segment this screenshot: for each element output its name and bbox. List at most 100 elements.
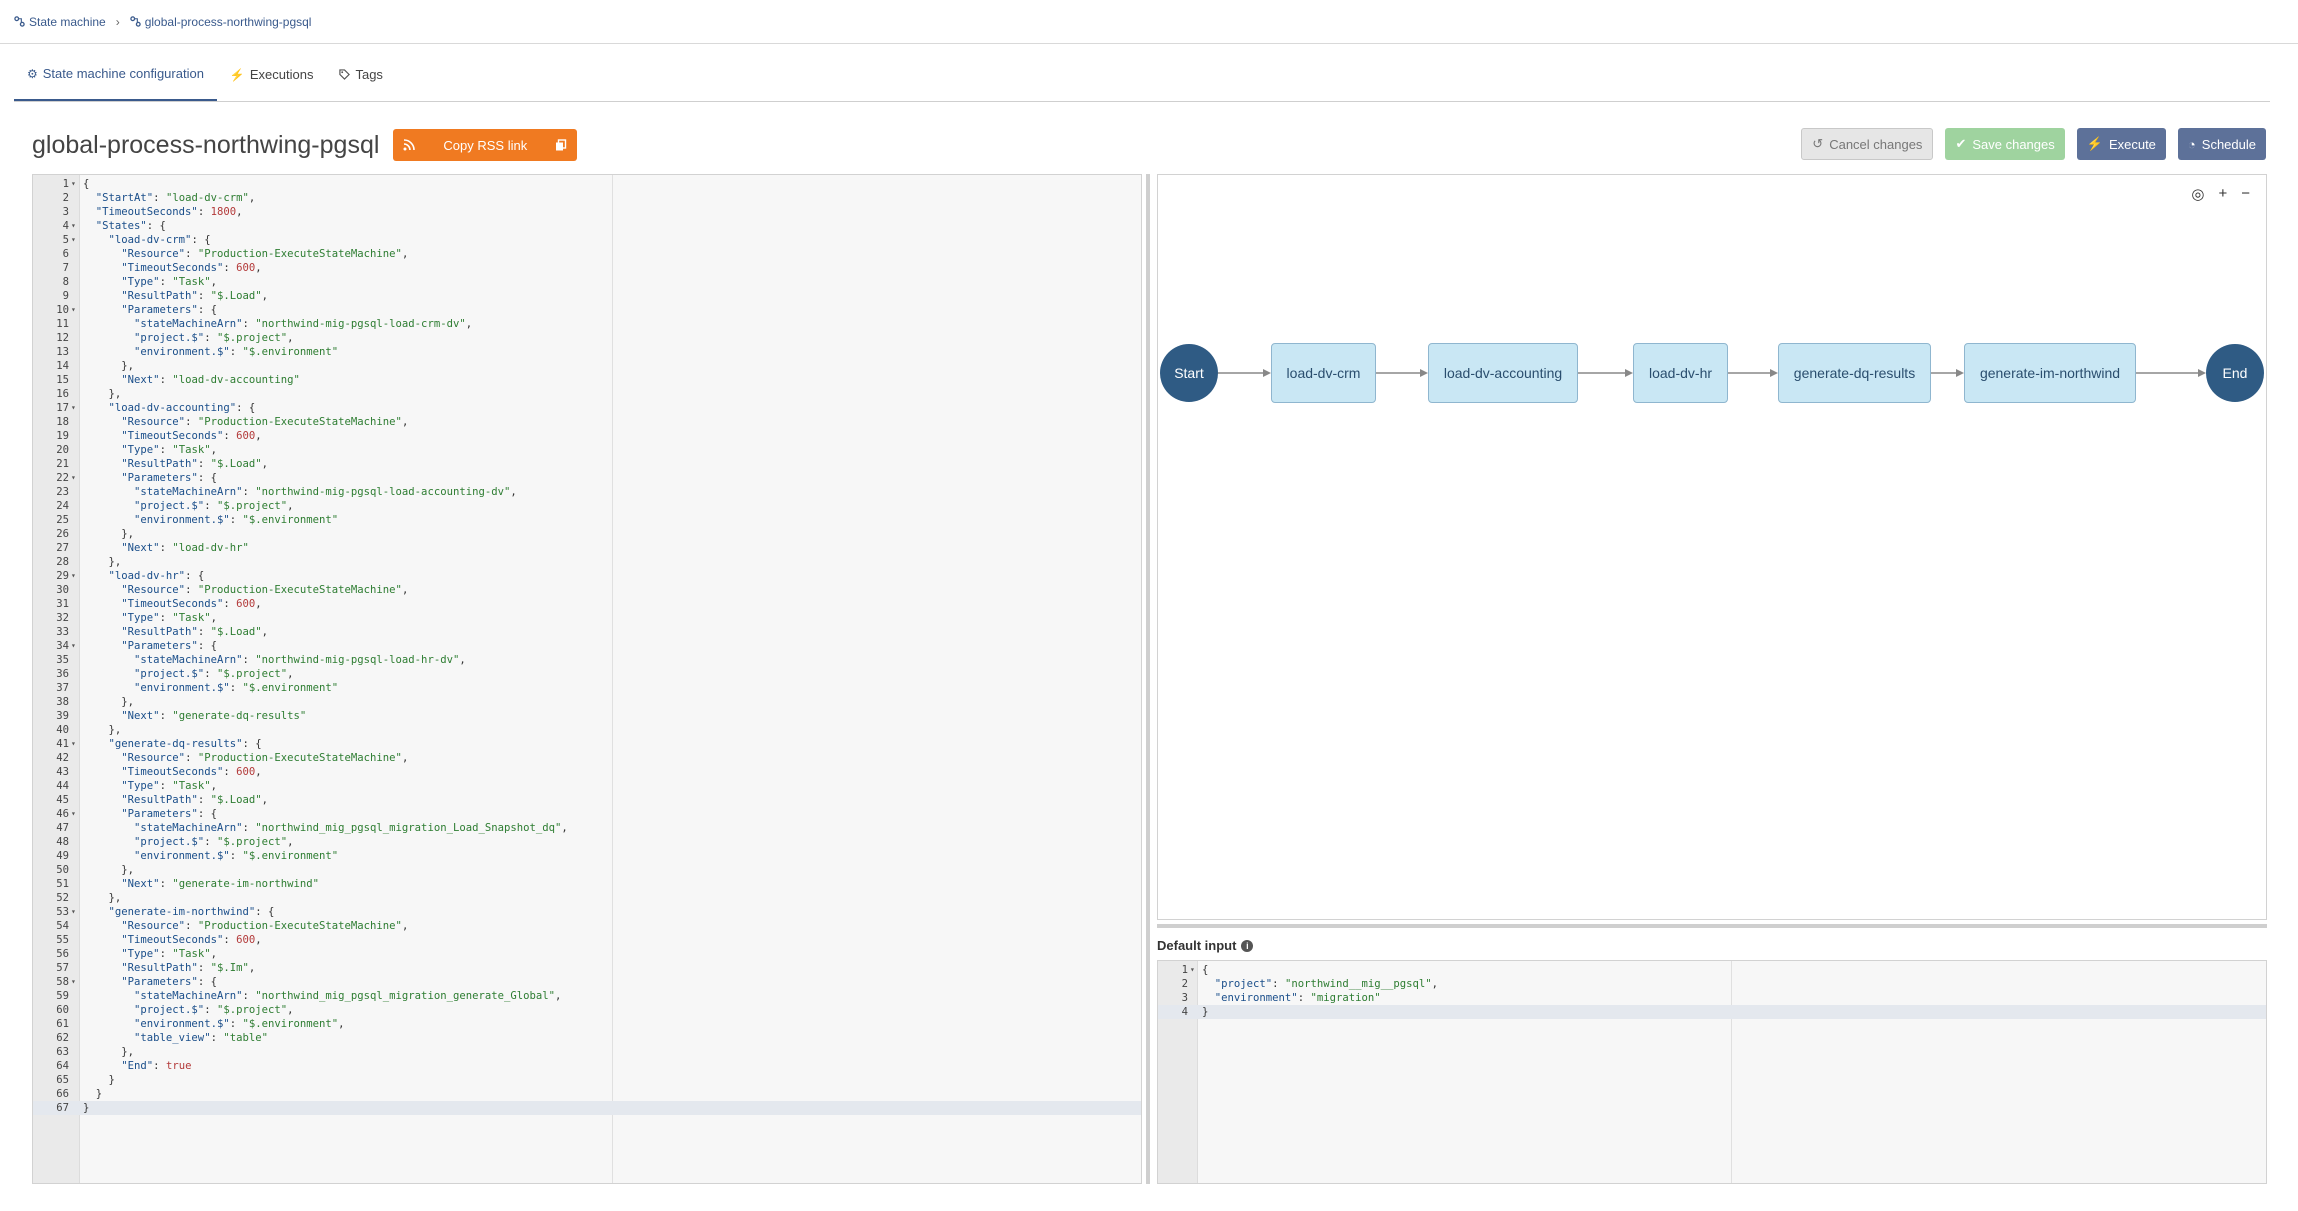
code-line[interactable]: 29▾ "load-dv-hr": { <box>33 569 1141 583</box>
code-line[interactable]: 27 "Next": "load-dv-hr" <box>33 541 1141 555</box>
code-line[interactable]: 40 }, <box>33 723 1141 737</box>
target-icon[interactable]: ◎ <box>2191 186 2205 203</box>
code-line[interactable]: 41▾ "generate-dq-results": { <box>33 737 1141 751</box>
code-line[interactable]: 36 "project.$": "$.project", <box>33 667 1141 681</box>
code-line[interactable]: 32 "Type": "Task", <box>33 611 1141 625</box>
code-line[interactable]: 15 "Next": "load-dv-accounting" <box>33 373 1141 387</box>
code-line[interactable]: 24 "project.$": "$.project", <box>33 499 1141 513</box>
code-line[interactable]: 35 "stateMachineArn": "northwind-mig-pgs… <box>33 653 1141 667</box>
code-line[interactable]: 18 "Resource": "Production-ExecuteStateM… <box>33 415 1141 429</box>
cancel-changes-button[interactable]: ↺ Cancel changes <box>1801 128 1934 160</box>
code-line[interactable]: 47 "stateMachineArn": "northwind_mig_pgs… <box>33 821 1141 835</box>
fold-toggle-icon[interactable]: ▾ <box>71 305 76 314</box>
code-line[interactable]: 26 }, <box>33 527 1141 541</box>
code-line[interactable]: 44 "Type": "Task", <box>33 779 1141 793</box>
code-line[interactable]: 23 "stateMachineArn": "northwind-mig-pgs… <box>33 485 1141 499</box>
code-line[interactable]: 6 "Resource": "Production-ExecuteStateMa… <box>33 247 1141 261</box>
code-line[interactable]: 19 "TimeoutSeconds": 600, <box>33 429 1141 443</box>
execute-button[interactable]: ⚡ Execute <box>2076 128 2166 160</box>
fold-toggle-icon[interactable]: ▾ <box>71 403 76 412</box>
code-line[interactable]: 8 "Type": "Task", <box>33 275 1141 289</box>
code-line[interactable]: 30 "Resource": "Production-ExecuteStateM… <box>33 583 1141 597</box>
zoom-out-icon[interactable]: − <box>2241 185 2250 202</box>
code-line[interactable]: 53▾ "generate-im-northwind": { <box>33 905 1141 919</box>
code-line[interactable]: 62 "table_view": "table" <box>33 1031 1141 1045</box>
fold-toggle-icon[interactable]: ▾ <box>71 571 76 580</box>
tab-tags[interactable]: Tags <box>326 61 395 101</box>
tab-state-machine-configuration[interactable]: ⚙ State machine configuration <box>14 61 217 101</box>
code-line[interactable]: 55 "TimeoutSeconds": 600, <box>33 933 1141 947</box>
diagram-task-node[interactable]: load-dv-accounting <box>1428 343 1578 403</box>
fold-toggle-icon[interactable]: ▾ <box>71 473 76 482</box>
code-line[interactable]: 2 "StartAt": "load-dv-crm", <box>33 191 1141 205</box>
code-line[interactable]: 42 "Resource": "Production-ExecuteStateM… <box>33 751 1141 765</box>
fold-toggle-icon[interactable]: ▾ <box>71 907 76 916</box>
copy-rss-link-button[interactable]: Copy RSS link <box>393 129 578 161</box>
fold-toggle-icon[interactable]: ▾ <box>71 739 76 748</box>
diagram-task-node[interactable]: load-dv-crm <box>1271 343 1376 403</box>
code-line[interactable]: 12 "project.$": "$.project", <box>33 331 1141 345</box>
code-line[interactable]: 46▾ "Parameters": { <box>33 807 1141 821</box>
code-line[interactable]: 7 "TimeoutSeconds": 600, <box>33 261 1141 275</box>
code-line[interactable]: 2 "project": "northwind__mig__pgsql", <box>1158 977 2266 991</box>
fold-toggle-icon[interactable]: ▾ <box>71 641 76 650</box>
code-line[interactable]: 39 "Next": "generate-dq-results" <box>33 709 1141 723</box>
fold-toggle-icon[interactable]: ▾ <box>71 235 76 244</box>
code-line[interactable]: 25 "environment.$": "$.environment" <box>33 513 1141 527</box>
code-line[interactable]: 5▾ "load-dv-crm": { <box>33 233 1141 247</box>
fold-toggle-icon[interactable]: ▾ <box>71 221 76 230</box>
fold-toggle-icon[interactable]: ▾ <box>71 179 76 188</box>
code-line[interactable]: 66 } <box>33 1087 1141 1101</box>
code-line[interactable]: 38 }, <box>33 695 1141 709</box>
save-changes-button[interactable]: ✔ Save changes <box>1945 128 2065 160</box>
code-line[interactable]: 45 "ResultPath": "$.Load", <box>33 793 1141 807</box>
code-line[interactable]: 22▾ "Parameters": { <box>33 471 1141 485</box>
code-line[interactable]: 49 "environment.$": "$.environment" <box>33 849 1141 863</box>
code-line[interactable]: 4▾ "States": { <box>33 219 1141 233</box>
fold-toggle-icon[interactable]: ▾ <box>1190 965 1195 974</box>
default-input-editor[interactable]: 1▾{2 "project": "northwind__mig__pgsql",… <box>1157 960 2267 1184</box>
horizontal-splitter[interactable] <box>1157 924 2267 928</box>
vertical-splitter[interactable] <box>1146 174 1150 1184</box>
code-line[interactable]: 37 "environment.$": "$.environment" <box>33 681 1141 695</box>
code-line[interactable]: 28 }, <box>33 555 1141 569</box>
diagram-task-node[interactable]: load-dv-hr <box>1633 343 1728 403</box>
code-line[interactable]: 33 "ResultPath": "$.Load", <box>33 625 1141 639</box>
code-line[interactable]: 64 "End": true <box>33 1059 1141 1073</box>
tab-executions[interactable]: ⚡ Executions <box>217 61 327 101</box>
diagram-task-node[interactable]: generate-im-northwind <box>1964 343 2136 403</box>
code-line[interactable]: 9 "ResultPath": "$.Load", <box>33 289 1141 303</box>
fold-toggle-icon[interactable]: ▾ <box>71 809 76 818</box>
code-line[interactable]: 1▾{ <box>33 177 1141 191</box>
code-line[interactable]: 16 }, <box>33 387 1141 401</box>
code-line[interactable]: 34▾ "Parameters": { <box>33 639 1141 653</box>
code-line[interactable]: 13 "environment.$": "$.environment" <box>33 345 1141 359</box>
code-line[interactable]: 67} <box>33 1101 1141 1115</box>
code-line[interactable]: 3 "TimeoutSeconds": 1800, <box>33 205 1141 219</box>
schedule-button[interactable]: ◔ Schedule <box>2177 128 2266 160</box>
code-line[interactable]: 57 "ResultPath": "$.Im", <box>33 961 1141 975</box>
code-line[interactable]: 59 "stateMachineArn": "northwind_mig_pgs… <box>33 989 1141 1003</box>
fold-toggle-icon[interactable]: ▾ <box>71 977 76 986</box>
info-icon[interactable]: i <box>1241 939 1254 952</box>
code-line[interactable]: 31 "TimeoutSeconds": 600, <box>33 597 1141 611</box>
code-line[interactable]: 60 "project.$": "$.project", <box>33 1003 1141 1017</box>
code-line[interactable]: 50 }, <box>33 863 1141 877</box>
code-line[interactable]: 14 }, <box>33 359 1141 373</box>
code-line[interactable]: 48 "project.$": "$.project", <box>33 835 1141 849</box>
code-line[interactable]: 58▾ "Parameters": { <box>33 975 1141 989</box>
diagram-task-node[interactable]: generate-dq-results <box>1778 343 1931 403</box>
code-line[interactable]: 54 "Resource": "Production-ExecuteStateM… <box>33 919 1141 933</box>
code-line[interactable]: 51 "Next": "generate-im-northwind" <box>33 877 1141 891</box>
code-line[interactable]: 11 "stateMachineArn": "northwind-mig-pgs… <box>33 317 1141 331</box>
code-line[interactable]: 21 "ResultPath": "$.Load", <box>33 457 1141 471</box>
code-line[interactable]: 1▾{ <box>1158 963 2266 977</box>
code-line[interactable]: 65 } <box>33 1073 1141 1087</box>
breadcrumb-root[interactable]: State machine <box>14 15 106 29</box>
code-line[interactable]: 56 "Type": "Task", <box>33 947 1141 961</box>
code-line[interactable]: 17▾ "load-dv-accounting": { <box>33 401 1141 415</box>
code-line[interactable]: 43 "TimeoutSeconds": 600, <box>33 765 1141 779</box>
zoom-in-icon[interactable]: + <box>2218 185 2228 202</box>
breadcrumb-current[interactable]: global-process-northwing-pgsql <box>129 15 311 29</box>
